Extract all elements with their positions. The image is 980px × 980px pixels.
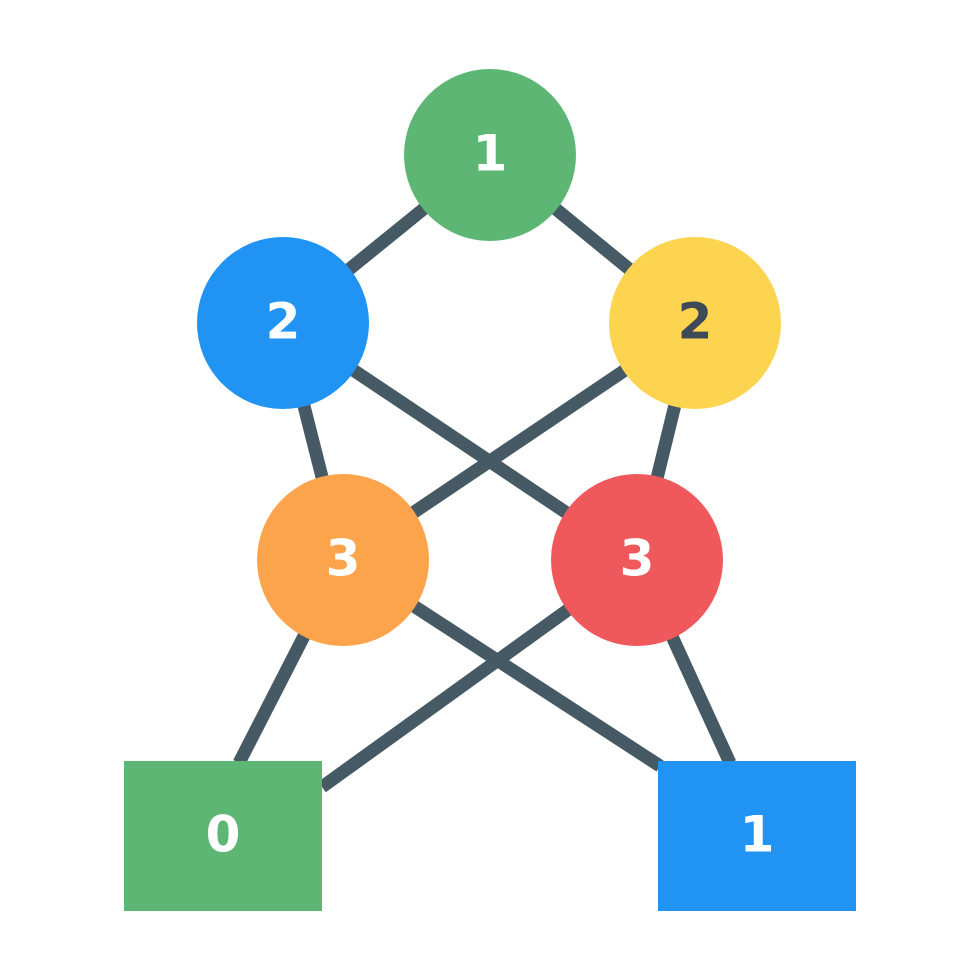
node-left-mid: 2 [197, 237, 369, 409]
node-leaf-zero-label: 0 [206, 806, 241, 864]
node-right-low-label: 3 [620, 530, 655, 588]
node-right-mid-circle [609, 237, 781, 409]
node-left-low-circle [257, 474, 429, 646]
node-leaf-one: 1 [658, 761, 856, 911]
node-leaf-one-label: 1 [740, 806, 775, 864]
node-left-mid-label: 2 [266, 293, 301, 351]
node-left-low: 3 [257, 474, 429, 646]
node-root-circle [404, 69, 576, 241]
node-right-low: 3 [551, 474, 723, 646]
node-leaf-zero-box [124, 761, 322, 911]
node-leaf-one-box [658, 761, 856, 911]
node-right-mid: 2 [609, 237, 781, 409]
node-right-low-circle [551, 474, 723, 646]
node-leaf-zero: 0 [124, 761, 322, 911]
node-left-low-label: 3 [326, 530, 361, 588]
node-left-mid-circle [197, 237, 369, 409]
nodes-layer: 1 2 2 3 3 0 1 [124, 69, 856, 911]
node-root-label: 1 [473, 125, 508, 183]
node-root: 1 [404, 69, 576, 241]
node-right-mid-label: 2 [678, 293, 713, 351]
